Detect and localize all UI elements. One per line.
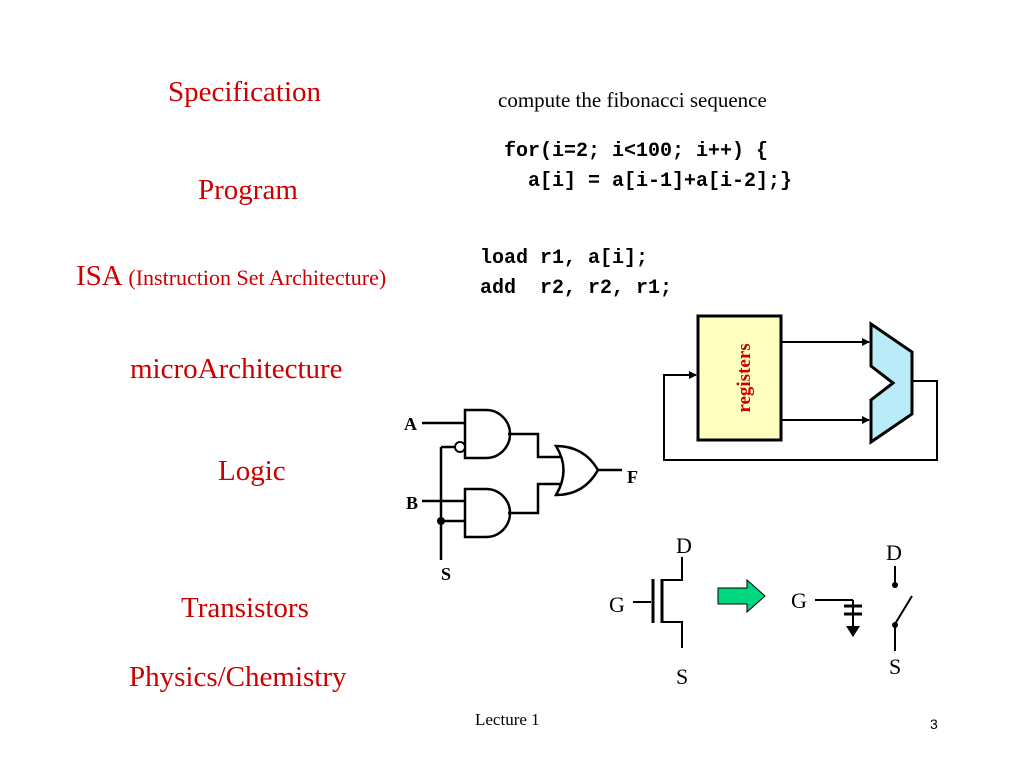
logic-label-s: S: [441, 564, 451, 584]
switch-bottom-contact: [892, 622, 898, 628]
program-line-2: a[i] = a[i-1]+a[i-2];}: [504, 170, 793, 193]
level-logic: Logic: [218, 455, 286, 487]
transistor-drain-wire: [662, 557, 683, 581]
logic-label-a: A: [404, 414, 417, 434]
level-isa: ISA (Instruction Set Architecture): [76, 260, 386, 293]
or-gate: [553, 444, 600, 497]
switch-blade: [894, 595, 913, 625]
logic-label-f: F: [627, 467, 638, 487]
transistor-diagram: D G S: [609, 533, 692, 689]
level-microarchitecture: microArchitecture: [130, 353, 343, 385]
alu-shape: [869, 321, 914, 445]
wire-and-bottom-out: [508, 482, 561, 515]
equivalence-arrow-icon: [717, 578, 766, 614]
program-line-1: for(i=2; i<100; i++) {: [504, 140, 769, 163]
wire-and-top-out: [508, 432, 561, 459]
switch-label-s: S: [889, 654, 901, 679]
footer-lecture: Lecture 1: [475, 710, 540, 729]
inverter-bubble: [454, 441, 466, 453]
level-program: Program: [198, 174, 298, 206]
switch-label-d: D: [886, 540, 902, 565]
logic-label-b: B: [406, 493, 418, 513]
microarchitecture-diagram: registers: [663, 314, 938, 461]
and-gate-top: [463, 408, 512, 460]
registers-label: registers: [734, 343, 755, 412]
switch-diagram: D G S: [791, 540, 913, 679]
specification-text: compute the fibonacci sequence: [498, 88, 767, 112]
isa-line-1: load r1, a[i];: [480, 247, 649, 270]
level-transistors: Transistors: [181, 592, 309, 624]
transistor-source-wire: [662, 621, 683, 648]
switch-label-g: G: [791, 588, 807, 613]
registers-box: [696, 314, 783, 442]
level-isa-label: ISA: [76, 260, 122, 292]
page-number: 3: [930, 716, 938, 732]
isa-line-2: add r2, r2, r1;: [480, 277, 673, 300]
alu-feedback-wire: [663, 371, 938, 461]
transistor-label-d: D: [676, 533, 692, 558]
and-gate-bottom: [463, 487, 512, 539]
junction-dot: [437, 517, 445, 525]
switch-ground-icon: [846, 626, 860, 637]
transistor-label-g: G: [609, 592, 625, 617]
level-physics: Physics/Chemistry: [129, 661, 347, 693]
logic-diagram: A B S F: [404, 408, 638, 584]
switch-top-contact: [892, 582, 898, 588]
program-code: for(i=2; i<100; i++) { a[i] = a[i-1]+a[i…: [504, 137, 792, 197]
level-isa-subtitle: (Instruction Set Architecture): [128, 265, 387, 290]
level-specification: Specification: [168, 76, 322, 108]
transistor-label-s: S: [676, 664, 688, 689]
isa-code: load r1, a[i]; add r2, r2, r1;: [480, 244, 672, 304]
